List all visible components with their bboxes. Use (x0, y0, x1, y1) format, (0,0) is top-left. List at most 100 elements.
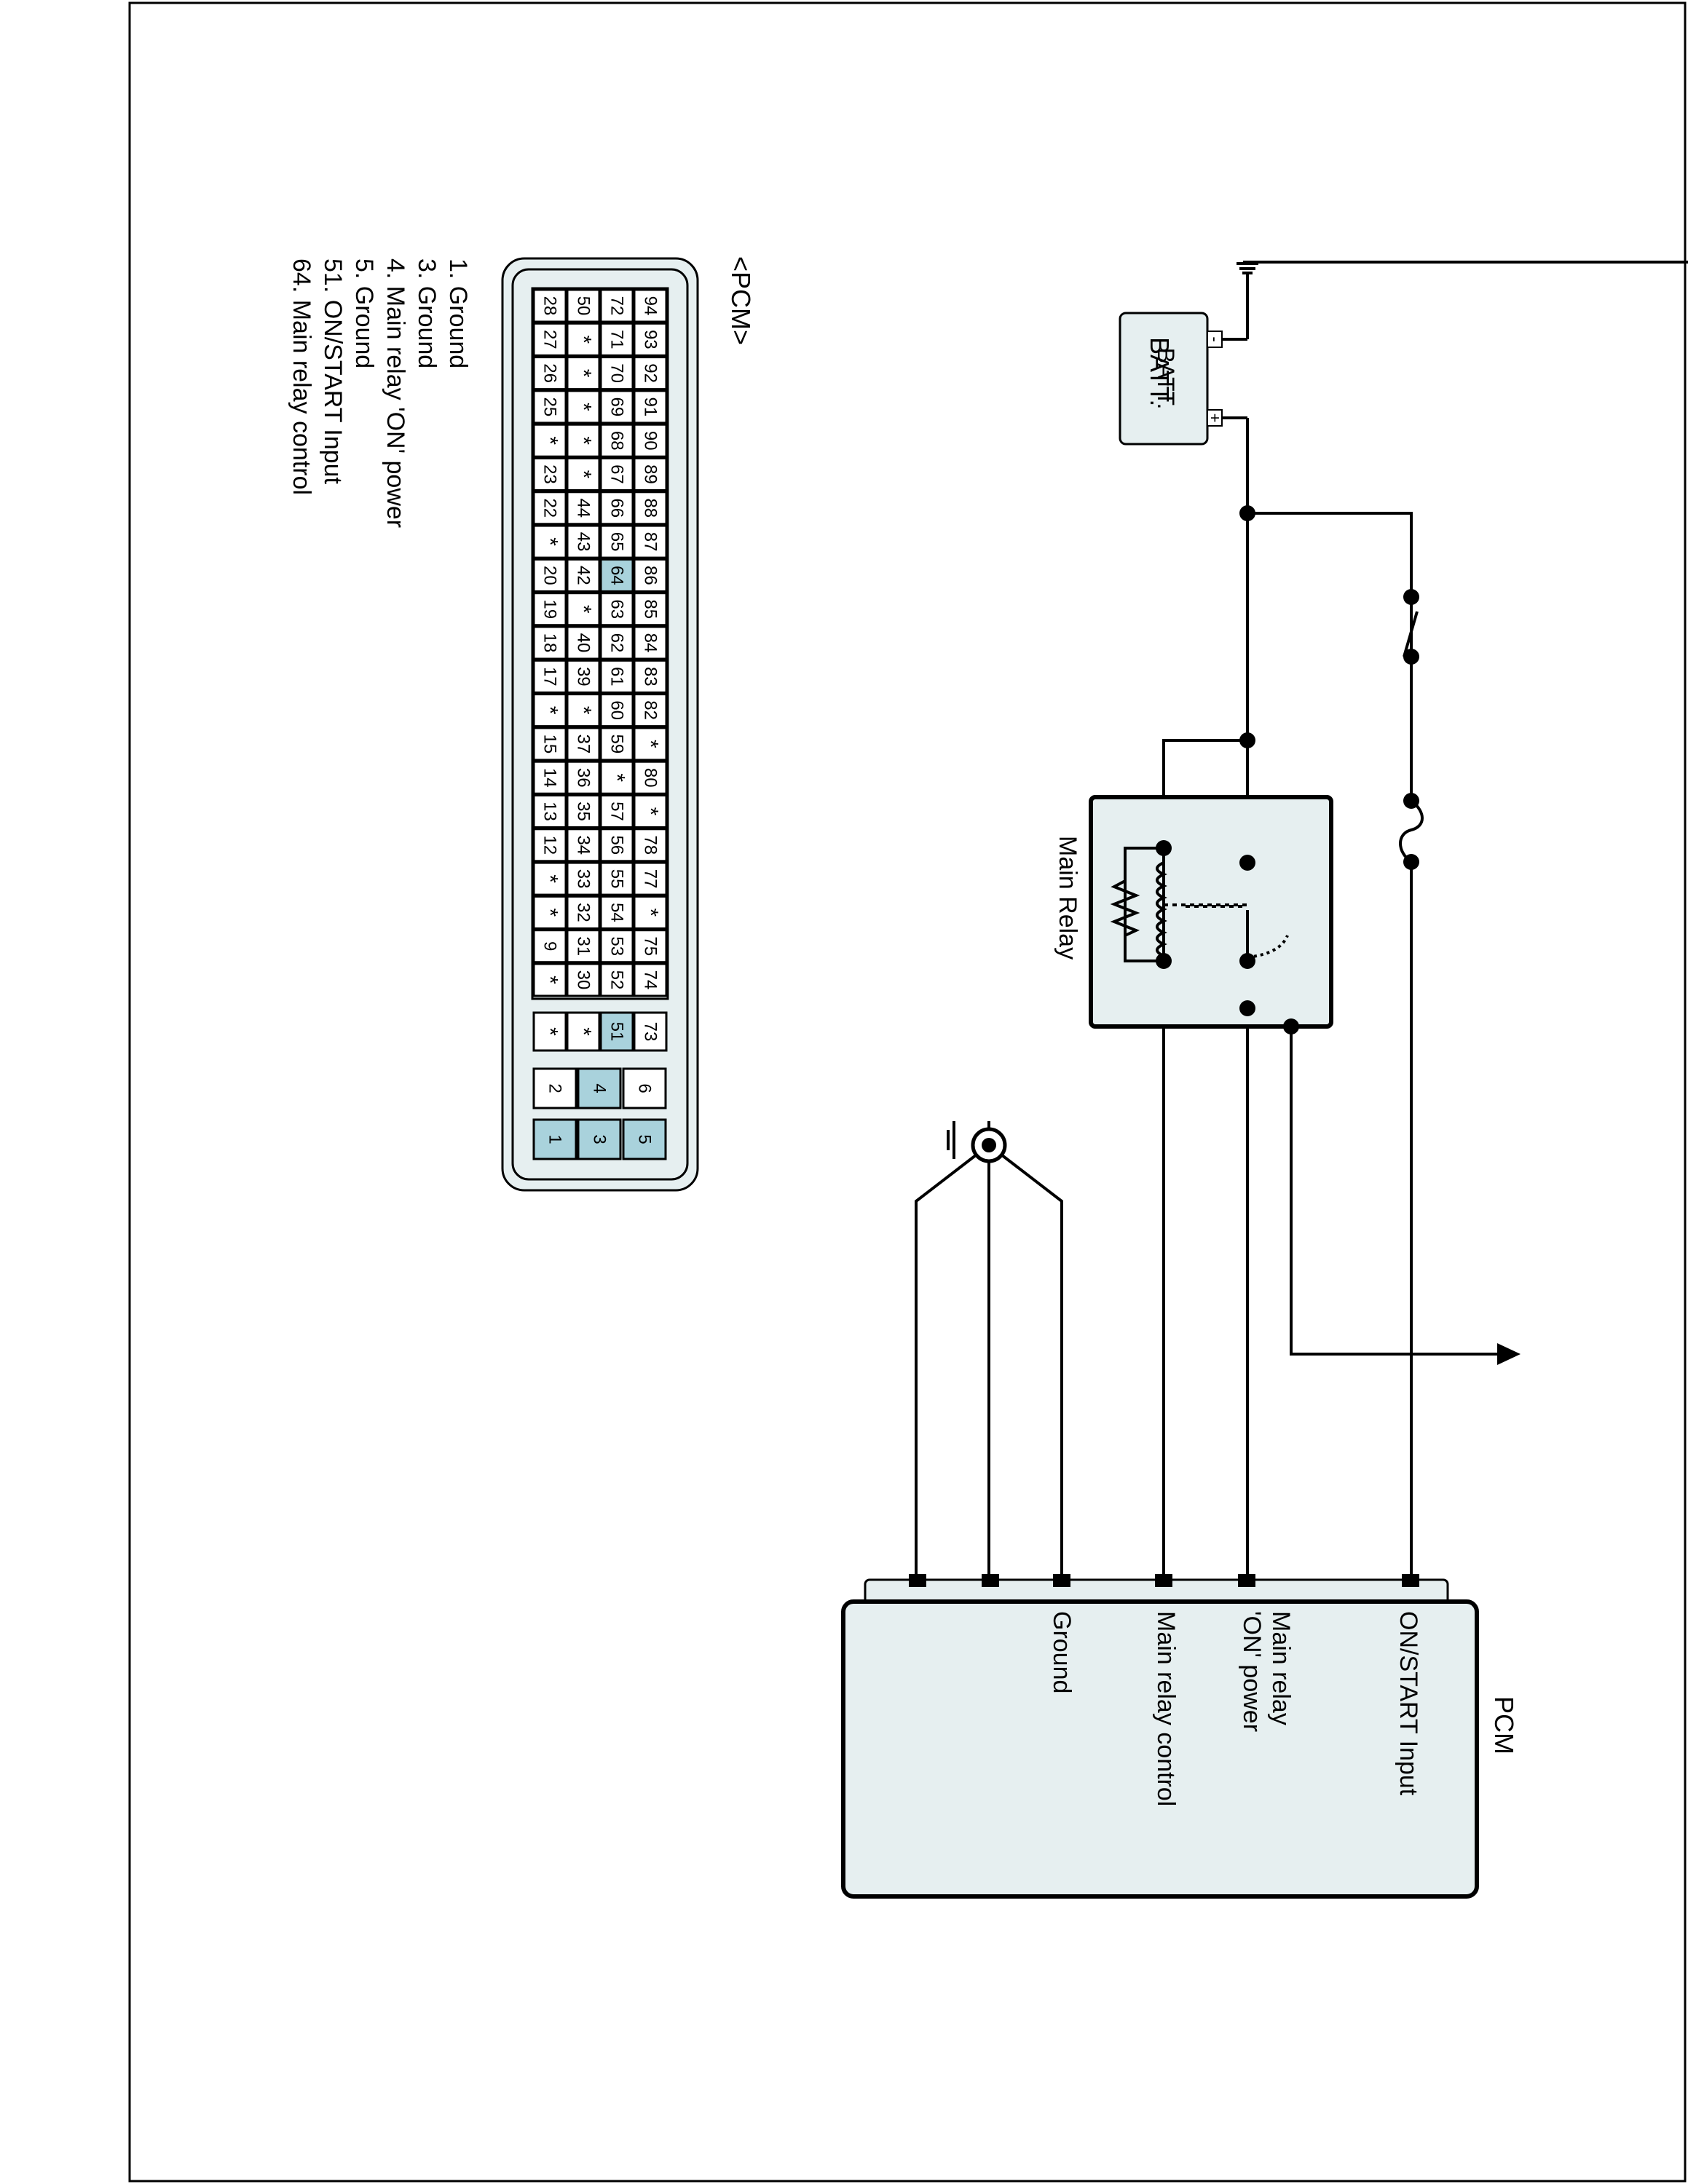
pin-label: 12 (540, 835, 560, 855)
connector-pin: 25 (532, 389, 567, 424)
pin-label: 93 (641, 330, 660, 349)
pin-label: 92 (641, 363, 660, 383)
main-relay: Main Relay (1089, 795, 1333, 1029)
pin-label: 82 (641, 700, 660, 720)
pin-label: 73 (641, 1022, 660, 1042)
connector-pin: 4 (577, 1067, 622, 1109)
connector-pin: 43 (566, 524, 601, 559)
pin-label: * (572, 335, 596, 344)
connector-pin: 52 (599, 962, 634, 997)
pin-label: 78 (641, 835, 660, 855)
connector-pin: 92 (633, 356, 668, 391)
connector-pin: 72 (599, 288, 634, 323)
pin-label: 9 (540, 941, 560, 951)
pin-label: 22 (540, 498, 560, 518)
pin-label: * (572, 369, 596, 378)
pin-label: 89 (641, 464, 660, 484)
pcm-title: PCM (1489, 1696, 1519, 1754)
connector-pin: 53 (599, 929, 634, 964)
main-relay-body (1089, 795, 1333, 1029)
pin-label: 17 (540, 667, 560, 687)
pin-label: 52 (607, 970, 627, 990)
connector-pin: * (566, 389, 601, 424)
connector-pin: 73 (633, 1011, 668, 1052)
pin-label: 4 (590, 1083, 610, 1093)
pin-label: 62 (607, 633, 627, 653)
pin-label: 80 (641, 768, 660, 788)
connector-pin: * (532, 962, 567, 997)
pin-label: 5 (635, 1134, 655, 1144)
connector-pin: 63 (599, 592, 634, 627)
connector-pin: 40 (566, 625, 601, 660)
connector-pin: 42 (566, 558, 601, 593)
pin-label: * (639, 740, 663, 748)
pin-label: 18 (540, 633, 560, 653)
connector-pin: 28 (532, 288, 567, 323)
connector-pin: 78 (633, 828, 668, 863)
pin-label: 68 (607, 431, 627, 451)
pin-label: 42 (574, 566, 593, 585)
connector-pin: 39 (566, 659, 601, 694)
pin-label: 55 (607, 869, 627, 889)
pin-label: 77 (641, 869, 660, 889)
pin-label: 36 (574, 768, 593, 788)
legend-item: 4. Main relay 'ON' power (382, 258, 409, 528)
connector-pin: 91 (633, 389, 668, 424)
pin-label: * (639, 909, 663, 917)
battery-label: BATT. (1153, 348, 1179, 410)
pin-label: 83 (641, 667, 660, 687)
pin-label: 35 (574, 802, 593, 821)
connector-pin: * (599, 760, 634, 795)
connector-pin: 14 (532, 760, 567, 795)
pcm-terminal-main-relay-on-power: Main relay'ON' power (1238, 1611, 1295, 1732)
connector-pin: 20 (532, 558, 567, 593)
pin-label: * (538, 976, 562, 984)
pin-label: 33 (574, 869, 593, 889)
connector-pin: 82 (633, 693, 668, 728)
pin-label: 44 (574, 498, 593, 518)
connector-pin: 15 (532, 727, 567, 761)
connector-pin: 13 (532, 794, 567, 828)
connector-pin: 6 (622, 1067, 667, 1109)
pin-label: 25 (540, 397, 560, 417)
connector-pin: 66 (599, 491, 634, 526)
connector-pin: 69 (599, 389, 634, 424)
connector-pin: 55 (599, 861, 634, 896)
pin-label: 71 (607, 330, 627, 349)
connector-pin: * (566, 356, 601, 391)
pin-label: * (572, 403, 596, 411)
connector-pin: * (532, 1011, 567, 1052)
connector-pin: 3 (577, 1118, 622, 1160)
connector-pin: 93 (633, 322, 668, 357)
connector-pin: 65 (599, 524, 634, 559)
wires (915, 418, 1504, 1580)
battery: BATT. - + (1119, 261, 1688, 446)
chassis-ground (971, 1121, 1007, 1163)
pin-label: 61 (607, 667, 627, 687)
pin-label: 1 (545, 1134, 565, 1144)
battery-minus-sign: - (1206, 336, 1224, 341)
connector-pin: 89 (633, 457, 668, 491)
pcm-body (841, 1599, 1479, 1899)
connector-pin: 5 (622, 1118, 667, 1160)
pin-label: 32 (574, 903, 593, 922)
pin-label: 30 (574, 970, 593, 990)
connector-pin: 18 (532, 625, 567, 660)
connector-pin: 60 (599, 693, 634, 728)
pcm-connector-face: <PCM> 94939291908988878685848382*80*7877… (501, 256, 756, 1192)
connector-pin: 35 (566, 794, 601, 828)
relay-coil-symbol (1110, 847, 1247, 962)
connector-pin: 31 (566, 929, 601, 964)
connector-pin: 22 (532, 491, 567, 526)
connector-pin: * (566, 1011, 601, 1052)
pin-label: 19 (540, 599, 560, 619)
legend-item: 5. Ground (350, 258, 378, 368)
pin-label: 59 (607, 735, 627, 754)
connector-pin: * (532, 423, 567, 458)
page-border (128, 1, 1687, 2183)
connector-pin: 26 (532, 356, 567, 391)
connector-pin: 87 (633, 524, 668, 559)
pin-label: 66 (607, 498, 627, 518)
output-arrow (1497, 1343, 1521, 1365)
pin-label: 86 (641, 566, 660, 585)
